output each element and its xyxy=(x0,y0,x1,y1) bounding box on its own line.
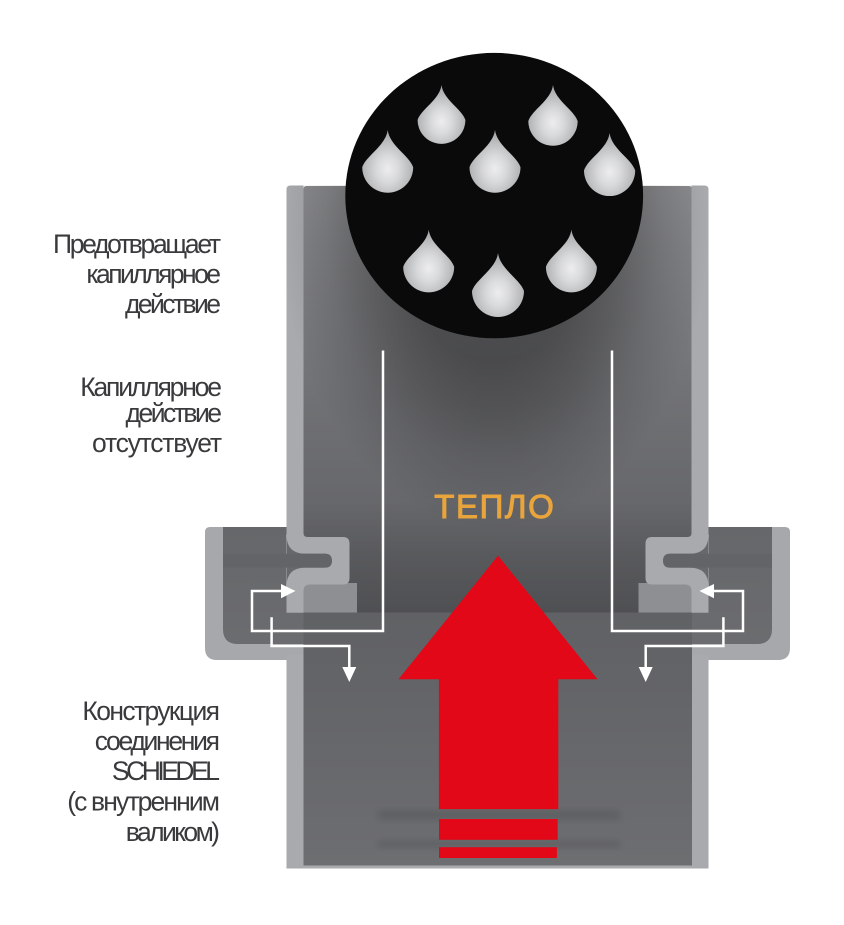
svg-text:Капиллярное: Капиллярное xyxy=(80,372,222,402)
svg-text:действие: действие xyxy=(126,398,223,428)
svg-text:капиллярное: капиллярное xyxy=(86,259,221,289)
svg-text:отсутствует: отсутствует xyxy=(92,428,222,458)
svg-text:Конструкция: Конструкция xyxy=(82,696,220,726)
svg-text:Предотвращает: Предотвращает xyxy=(53,229,221,259)
svg-text:ТЕПЛО: ТЕПЛО xyxy=(434,488,554,525)
svg-text:соединения: соединения xyxy=(95,726,220,756)
svg-text:(с внутренним: (с внутренним xyxy=(67,787,220,817)
svg-text:валиком): валиком) xyxy=(126,817,220,847)
svg-text:SCHIEDEL: SCHIEDEL xyxy=(112,756,220,786)
svg-text:действие: действие xyxy=(125,289,221,319)
